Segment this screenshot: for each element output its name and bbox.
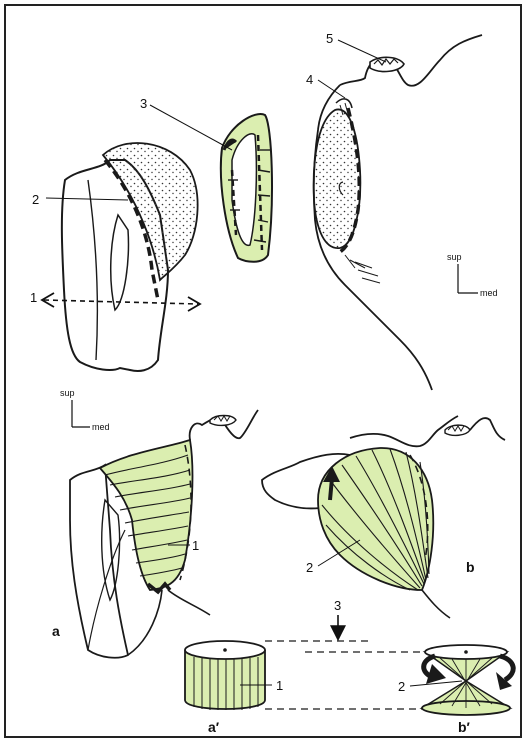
panel-label-a-prime: a′ <box>208 719 220 735</box>
svg-text:med: med <box>92 422 110 432</box>
bottom-section: sup med <box>52 388 513 735</box>
orientation-top: sup med <box>447 252 498 298</box>
svg-text:sup: sup <box>60 388 75 398</box>
leader-5 <box>338 40 386 62</box>
panel-a-drawing <box>70 410 258 658</box>
svg-text:med: med <box>480 288 498 298</box>
panel-b-prime-cone <box>422 645 513 715</box>
label-top-5: 5 <box>326 31 333 46</box>
leader-3 <box>150 105 232 150</box>
top-section: 1 2 3 <box>30 31 498 390</box>
leader-cone-2 <box>410 681 462 686</box>
scapula-top <box>314 35 482 390</box>
label-cyl-1: 1 <box>276 678 283 693</box>
label-top-1: 1 <box>30 290 37 305</box>
panel-label-b: b <box>466 559 475 575</box>
orientation-bottom: sup med <box>60 388 110 432</box>
panel-a-prime-cylinder <box>185 641 265 710</box>
svg-text:sup: sup <box>447 252 462 262</box>
panel-label-a: a <box>52 623 60 639</box>
label-arrow-3: 3 <box>334 598 341 613</box>
connector-lines <box>265 641 430 709</box>
panel-label-b-prime: b′ <box>458 719 471 735</box>
label-top-2: 2 <box>32 192 39 207</box>
panel-b-drawing <box>262 416 505 618</box>
label-a-1: 1 <box>192 538 199 553</box>
label-b-2: 2 <box>306 560 313 575</box>
label-cone-2: 2 <box>398 679 405 694</box>
humerus-top <box>62 143 198 371</box>
label-top-3: 3 <box>140 96 147 111</box>
labrum-ring <box>221 114 272 262</box>
label-top-4: 4 <box>306 72 313 87</box>
